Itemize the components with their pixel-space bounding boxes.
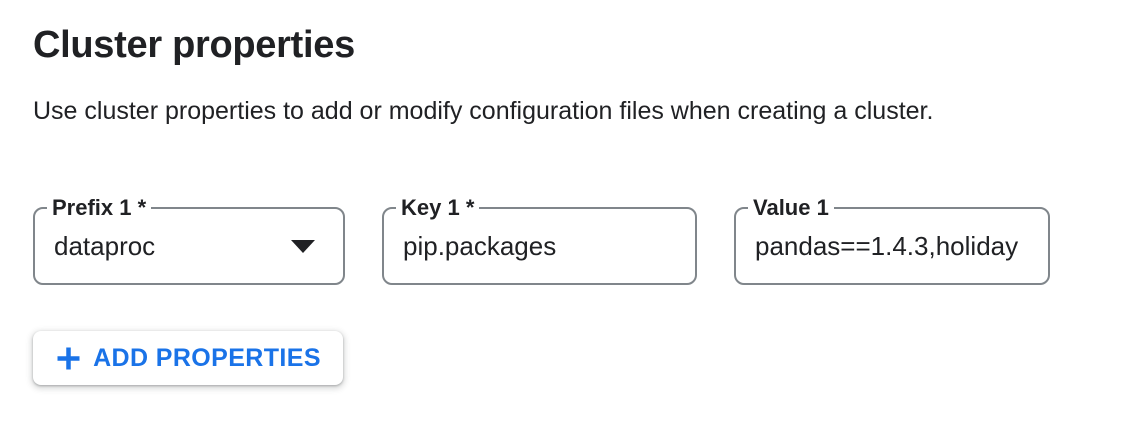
dropdown-arrow-icon [291, 239, 315, 253]
cluster-property-row: Prefix 1 * dataproc Key 1 * Value 1 [33, 196, 1122, 285]
value-input[interactable] [736, 209, 1048, 283]
key-input[interactable] [384, 209, 695, 283]
prefix-selected-value: dataproc [54, 230, 156, 261]
value-field-container: Value 1 [734, 196, 1050, 285]
page-description: Use cluster properties to add or modify … [33, 97, 934, 125]
key-label: Key 1 * [396, 196, 480, 220]
page-title: Cluster properties [33, 24, 355, 66]
add-properties-button[interactable]: ADD PROPERTIES [33, 331, 343, 385]
key-field-container: Key 1 * [382, 196, 697, 285]
prefix-select[interactable]: Prefix 1 * dataproc [33, 196, 345, 285]
plus-icon [57, 347, 80, 369]
add-properties-label: ADD PROPERTIES [93, 343, 321, 372]
prefix-label: Prefix 1 * [47, 196, 152, 220]
value-label: Value 1 [748, 196, 834, 220]
